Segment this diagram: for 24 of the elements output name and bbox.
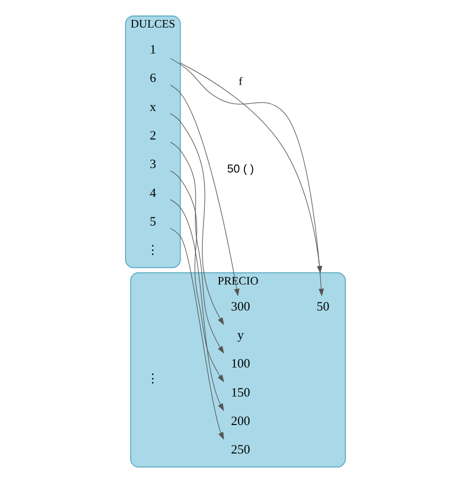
node-text: 2: [149, 128, 156, 143]
node-text: 150: [230, 385, 250, 400]
node-text: 5: [149, 214, 156, 229]
node-text: 3: [149, 157, 156, 172]
node-text: 250: [230, 442, 250, 457]
label: 50 ( ): [226, 163, 254, 176]
node-text: x: [149, 100, 156, 114]
arrow: [170, 142, 224, 354]
arrow: [169, 199, 224, 412]
arrow: [169, 228, 224, 440]
node-text: 300: [230, 299, 250, 314]
node-text: 200: [230, 414, 250, 428]
node-text: 1: [149, 42, 156, 57]
node-text: 100: [230, 356, 250, 371]
label: ⋮: [146, 243, 159, 258]
node-text: 4: [149, 186, 156, 200]
node-text: 50: [316, 299, 329, 314]
arrow: [170, 170, 224, 382]
arrow: [169, 113, 224, 326]
edge-label: f: [238, 76, 242, 88]
label: ⋮: [146, 371, 159, 386]
node-text: 6: [149, 71, 156, 86]
arrow: [170, 84, 239, 296]
node-text: y: [236, 328, 244, 342]
